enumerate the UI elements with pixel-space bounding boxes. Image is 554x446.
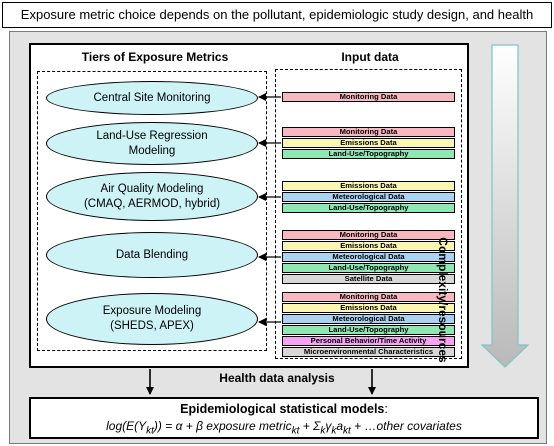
tier-central-site-monitoring: Central Site Monitoring xyxy=(46,81,258,115)
tier-line1: Land-Use Regression xyxy=(96,129,208,142)
health-data-analysis-label: Health data analysis xyxy=(219,371,335,385)
tier-line1: Exposure Modeling xyxy=(102,305,202,317)
input-land-use-topography: Land-Use/Topography xyxy=(282,149,455,159)
input-emissions-data: Emissions Data xyxy=(282,181,455,191)
input-land-use-topography: Land-Use/Topography xyxy=(282,325,455,335)
complexity-resources-label: Complexity/resources xyxy=(436,237,450,363)
input-satellite-data: Satellite Data xyxy=(282,274,455,284)
tier-connector-arrows xyxy=(258,93,281,326)
input-emissions-data: Emissions Data xyxy=(282,138,455,148)
models-heading: Epidemiological statistical models: xyxy=(180,402,388,416)
input-monitoring-data: Monitoring Data xyxy=(282,127,455,137)
epidemiological-models-box: Epidemiological statistical models: log(… xyxy=(29,397,539,439)
input-dashed-box xyxy=(275,69,462,359)
input-data-header: Input data xyxy=(341,50,399,64)
input-meteorological-data: Meteorological Data xyxy=(282,252,455,262)
tier-exposure-modeling: Exposure Modeling (SHEDS, APEX) xyxy=(46,293,258,345)
tier-line2: (CMAQ, AERMOD, hybrid) xyxy=(83,197,221,210)
tier-line2: Modeling xyxy=(128,144,176,157)
tier-data-blending: Data Blending xyxy=(46,232,258,278)
tiers-header: Tiers of Exposure Metrics xyxy=(81,50,229,64)
tier-line1: Central Site Monitoring xyxy=(93,91,211,104)
tiers-dashed-box xyxy=(37,71,267,351)
complexity-arrow xyxy=(480,44,530,368)
tier-air-quality-modeling: Air Quality Modeling (CMAQ, AERMOD, hybri… xyxy=(46,172,258,221)
input-land-use-topography: Land-Use/Topography xyxy=(282,203,455,213)
input-personal-behavior-time-activity: Personal Behavior/Time Activity xyxy=(282,336,455,346)
input-microenvironmental-characteristics: Microenvironmental Characteristics xyxy=(282,347,455,357)
tier-line1: Air Quality Modeling xyxy=(100,182,204,195)
input-emissions-data: Emissions Data xyxy=(282,241,455,251)
input-meteorological-data: Meteorological Data xyxy=(282,192,455,202)
tier-line1: Data Blending xyxy=(115,248,189,261)
models-formula: log(E(Ykt)) = α + β exposure metrickt + … xyxy=(106,419,462,437)
input-meteorological-data: Meteorological Data xyxy=(282,314,455,324)
input-monitoring-data: Monitoring Data xyxy=(282,230,455,240)
down-arrows xyxy=(146,369,376,395)
input-land-use-topography: Land-Use/Topography xyxy=(282,263,455,273)
input-emissions-data: Emissions Data xyxy=(282,303,455,313)
tier-line2: (SHEDS, APEX) xyxy=(110,320,194,332)
input-monitoring-data: Monitoring Data xyxy=(282,92,455,102)
input-monitoring-data: Monitoring Data xyxy=(282,292,455,302)
